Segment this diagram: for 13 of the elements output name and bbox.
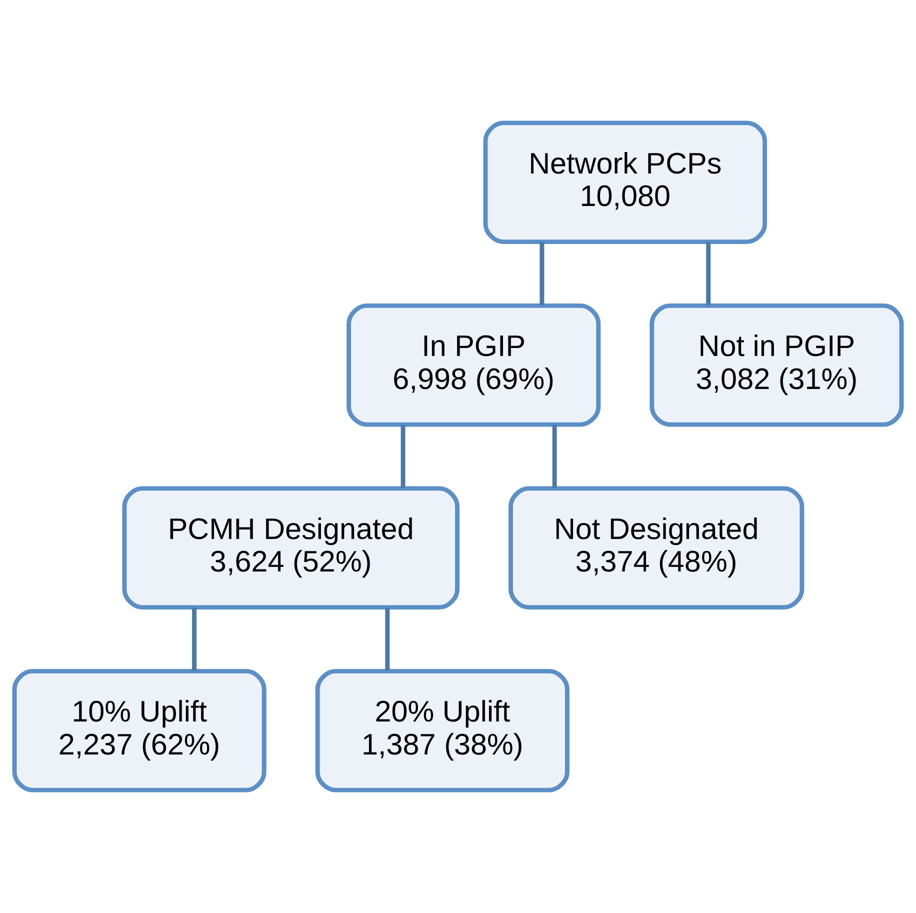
node-box: Not Designated 3,374 (48%) [508, 486, 804, 610]
node-box: In PGIP 6,998 (69%) [346, 303, 601, 427]
node-box: Network PCPs 10,080 [483, 120, 768, 244]
node-box: Not in PGIP 3,082 (31%) [650, 303, 904, 427]
node-box: 20% Uplift 1,387 (38%) [315, 668, 570, 792]
connector [540, 242, 544, 306]
connector [552, 424, 557, 488]
node-box: PCMH Designated 3,624 (52%) [122, 486, 460, 610]
node-box: 10% Uplift 2,237 (62%) [12, 668, 266, 792]
connector [385, 608, 390, 671]
connector [192, 608, 196, 671]
connector [706, 242, 711, 306]
connector [400, 424, 406, 488]
